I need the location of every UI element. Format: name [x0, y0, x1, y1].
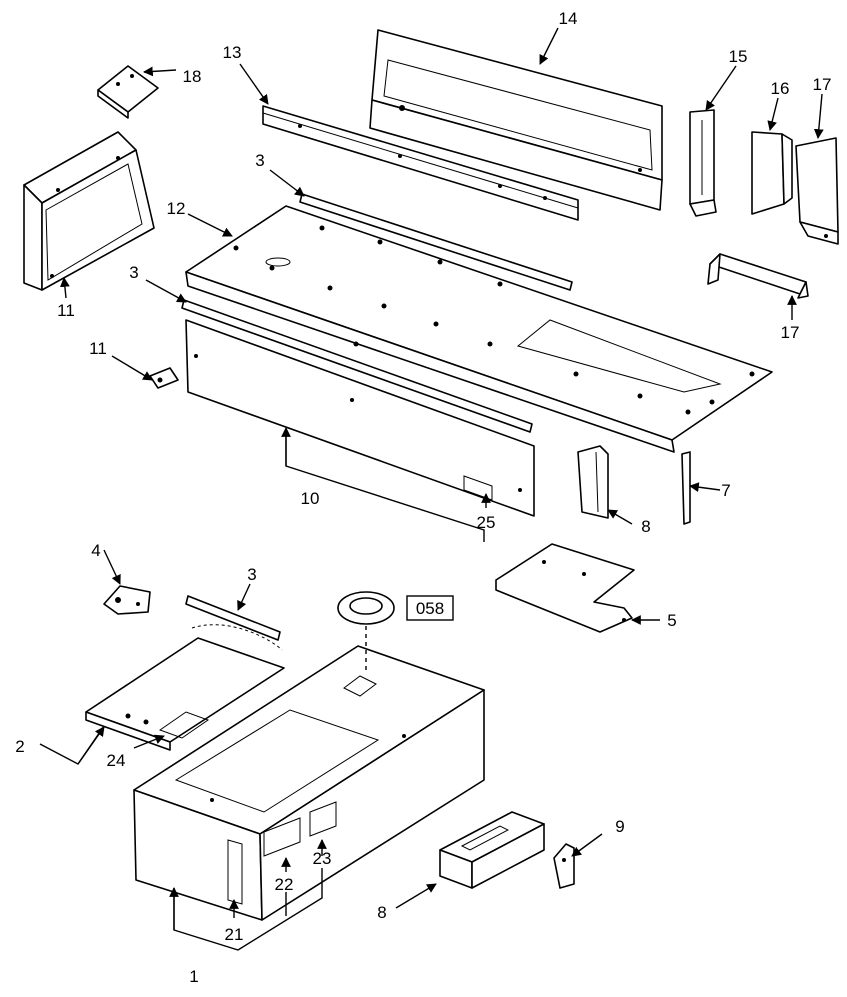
callout-17: 16: [771, 79, 790, 98]
part-11-clip: [149, 367, 179, 389]
callout-7: 9: [615, 817, 624, 836]
callout-3-middle: 3: [129, 263, 138, 282]
part-12-main-plate: [185, 205, 773, 453]
part-19-channel-bracket: [707, 253, 809, 299]
callout-18: 17: [813, 75, 832, 94]
callout-23: 23: [313, 849, 332, 868]
callout-10: 10: [301, 489, 320, 508]
leader-lines: [39, 27, 824, 951]
callout-4: 4: [91, 541, 100, 560]
part-6-box: [439, 811, 545, 889]
callout-12: 12: [167, 199, 186, 218]
callout-25: 25: [477, 513, 496, 532]
part-16-bracket: [689, 109, 717, 217]
part-20-small-bracket: [97, 65, 159, 119]
part-3-rod-middle: [181, 299, 533, 433]
reference-code-box: 058: [406, 595, 454, 621]
callout-20: 18: [183, 67, 202, 86]
callout-21: 21: [225, 925, 244, 944]
part-3-rod-upper: [299, 193, 573, 291]
part-8-strap: [681, 451, 691, 525]
part-2-lid: [85, 624, 285, 751]
callout-14: 13: [223, 43, 242, 62]
part-7-clip: [553, 843, 575, 889]
part-3-rod-lower: [185, 595, 281, 641]
callout-3-upper: 3: [255, 151, 264, 170]
part-10-front-panel: [185, 319, 535, 517]
callout-11: 11: [89, 339, 107, 358]
callout-1: 1: [189, 967, 198, 986]
callout-9: 8: [641, 517, 650, 536]
part-4-latch: [103, 585, 151, 615]
callout-22: 22: [275, 875, 294, 894]
part-14-rail: [262, 105, 579, 221]
callout-labels: 18 14 13 15 16 17 3 12 11 17 3 11 7 8 10…: [15, 9, 831, 986]
filler-ring: [337, 591, 395, 625]
callout-24: 24: [107, 751, 126, 770]
callout-2: 2: [15, 737, 24, 756]
part-9-bracket: [577, 445, 609, 519]
callout-13: 11: [57, 301, 75, 320]
reference-code: 058: [416, 599, 444, 618]
part-13-frame: [23, 131, 155, 291]
callout-3-lower: 3: [247, 565, 256, 584]
callout-8: 7: [721, 481, 730, 500]
part-17-bracket: [751, 131, 793, 215]
callout-6: 8: [377, 903, 386, 922]
callout-16: 15: [729, 47, 748, 66]
part-18-bracket: [795, 137, 839, 245]
callout-15: 14: [559, 9, 578, 28]
callout-19: 17: [781, 323, 800, 342]
part-1-tank: [133, 645, 485, 921]
callout-5: 5: [667, 611, 676, 630]
part-5-base-bracket: [495, 543, 635, 633]
part-15-angle-panel: [369, 29, 663, 211]
